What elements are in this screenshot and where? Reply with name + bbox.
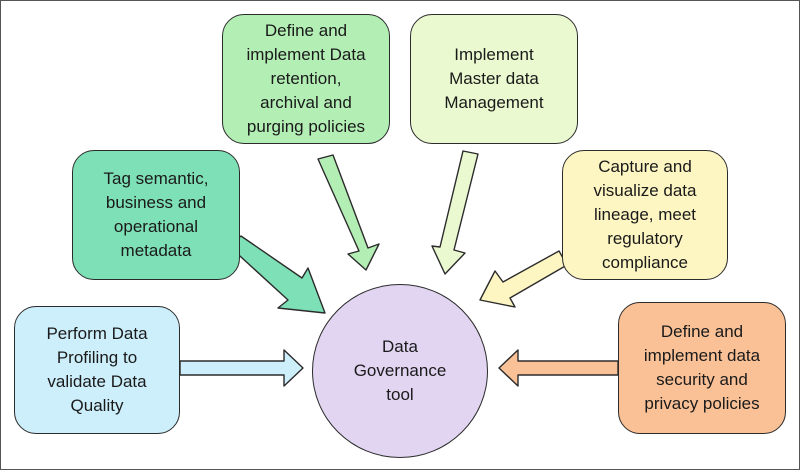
node-master-data: Implement Master data Management	[410, 14, 578, 144]
node-security-privacy: Define and implement data security and p…	[618, 302, 786, 434]
node-data-profiling: Perform Data Profiling to validate Data …	[14, 306, 180, 434]
center-node: Data Governance tool	[312, 284, 488, 458]
arrow-profiling-to-center	[179, 349, 304, 387]
node-retention: Define and implement Data retention, arc…	[222, 14, 390, 144]
node-data-lineage: Capture and visualize data lineage, meet…	[562, 150, 728, 280]
arrow-lineage-to-center	[479, 250, 568, 308]
arrow-retention-to-center	[317, 154, 380, 271]
arrow-semantic-to-center	[228, 235, 326, 314]
arrow-security-to-center	[498, 349, 619, 387]
node-semantic-metadata: Tag semantic, business and operational m…	[72, 150, 240, 280]
arrow-master-to-center	[431, 150, 479, 275]
